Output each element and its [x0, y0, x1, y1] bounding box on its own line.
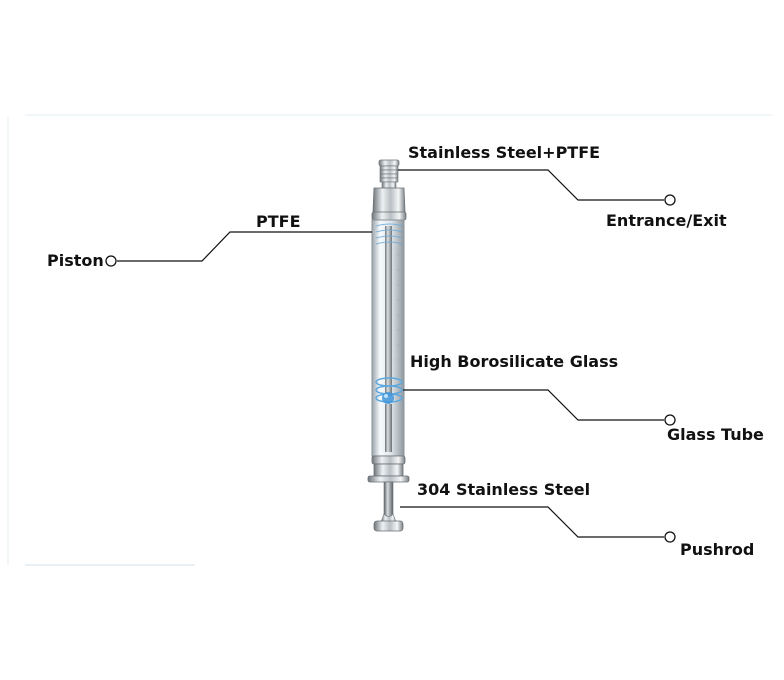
piston-tip [375, 377, 403, 404]
pushrod-marker [664, 531, 676, 543]
frame-lines [7, 114, 772, 566]
luer-fitting [371, 159, 407, 221]
pushrod-rod [373, 481, 404, 532]
glass-barrel [371, 219, 405, 457]
label-stainless-steel-ptfe: Stainless Steel+PTFE [408, 143, 600, 162]
label-piston: Piston [47, 251, 104, 270]
callout-markers [105, 194, 676, 543]
callout-lines [117, 169, 664, 538]
callout-line-glass [403, 389, 664, 421]
callout-line-entrance [398, 169, 664, 201]
piston-marker [105, 255, 117, 267]
syringe-illustration [367, 159, 410, 532]
label-entrance-exit: Entrance/Exit [606, 211, 727, 230]
label-glass-tube: Glass Tube [667, 425, 764, 444]
glass-tube-marker [664, 414, 676, 426]
entrance-marker [664, 194, 676, 206]
callout-line-pushrod [400, 506, 664, 538]
label-pushrod: Pushrod [680, 540, 754, 559]
callout-line-piston [117, 231, 372, 262]
label-high-borosilicate-glass: High Borosilicate Glass [410, 352, 618, 371]
label-ptfe: PTFE [256, 212, 301, 231]
label-304-stainless-steel: 304 Stainless Steel [417, 480, 590, 499]
callout-labels: Stainless Steel+PTFE Entrance/Exit PTFE … [47, 143, 764, 559]
barrel-flange [367, 455, 410, 483]
